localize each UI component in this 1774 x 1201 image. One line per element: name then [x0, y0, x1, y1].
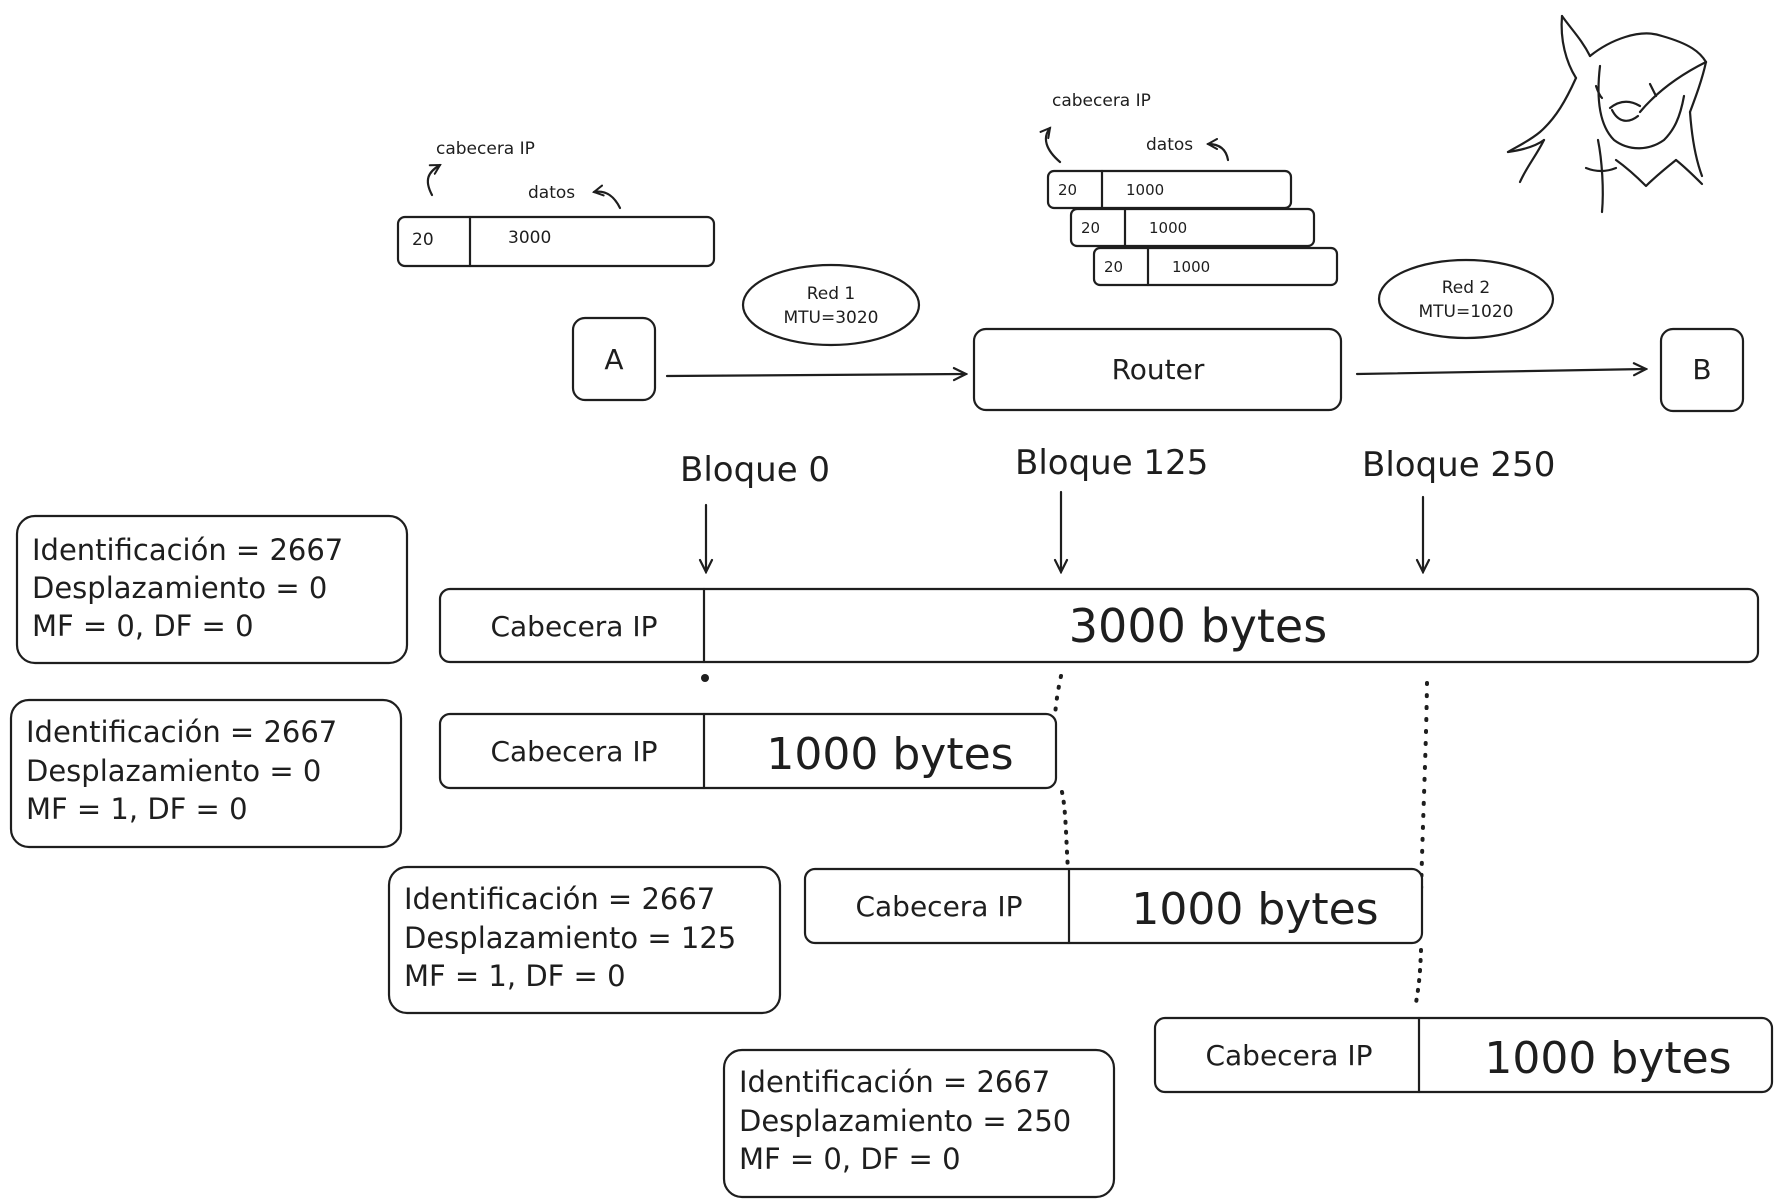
header-caption-arrow-right: [1046, 128, 1062, 164]
network-name: Red 2: [1442, 278, 1491, 298]
network-1: Red 1 MTU=3020: [741, 263, 921, 347]
info-flags: MF = 1, DF = 0: [404, 959, 626, 993]
fragment-3-info: Identificación = 2667 Desplazamiento = 2…: [722, 1048, 1116, 1199]
packet-box: [396, 215, 716, 268]
packet-header-label: Cabecera IP: [490, 610, 657, 643]
network-mtu: MTU=3020: [783, 308, 878, 328]
fragment-2-info: Identificación = 2667 Desplazamiento = 1…: [387, 865, 782, 1015]
doodle-character-icon: [1506, 14, 1708, 214]
node-b-label: B: [1692, 353, 1711, 386]
data-caption-arrow: [594, 192, 622, 210]
connector-dots-125a: [1053, 674, 1063, 718]
data-caption-arrow-right: [1208, 144, 1230, 162]
connector-dots-125b: [1060, 790, 1070, 872]
network-ellipse: [741, 263, 921, 347]
packet-header-label: Cabecera IP: [855, 890, 1022, 923]
fragment-header-size: 20: [1104, 258, 1123, 276]
arrow-a-to-router: [665, 374, 966, 376]
block-label-125: Bloque 125: [1015, 443, 1208, 483]
info-flags: MF = 1, DF = 0: [26, 792, 248, 826]
packet-data-label: 1000 bytes: [1484, 1033, 1731, 1084]
info-offset: Desplazamiento = 0: [32, 571, 327, 605]
info-offset: Desplazamiento = 0: [26, 754, 321, 788]
data-size: 3000: [508, 228, 551, 248]
packet-header-label: Cabecera IP: [490, 735, 657, 768]
fragment-data-size: 1000: [1149, 219, 1187, 237]
fragment-header-size: 20: [1081, 219, 1100, 237]
network-ellipse: [1377, 258, 1555, 340]
packet-header-label: Cabecera IP: [1205, 1039, 1372, 1072]
fragment-data-size: 1000: [1126, 181, 1164, 199]
data-caption: datos: [528, 183, 575, 203]
top-left-packet: cabecera IP datos 20 3000: [396, 139, 716, 268]
node-b: B: [1659, 327, 1745, 413]
info-box: [387, 865, 782, 1015]
header-size: 20: [412, 230, 434, 250]
packet-bar: [803, 867, 1424, 945]
header-caption-right: cabecera IP: [1052, 91, 1151, 111]
fragment-1-packet: Cabecera IP 1000 bytes: [438, 712, 1058, 790]
node-a-label: A: [604, 343, 623, 376]
info-identification: Identificación = 2667: [32, 533, 343, 567]
packet-bar: [438, 712, 1058, 790]
block-label-250: Bloque 250: [1362, 445, 1555, 485]
network-mtu: MTU=1020: [1418, 302, 1513, 322]
original-packet: Cabecera IP 3000 bytes: [438, 587, 1760, 664]
info-box: [15, 514, 409, 665]
header-caption: cabecera IP: [436, 139, 535, 159]
info-box: [9, 698, 403, 849]
packet-bar: [438, 587, 1760, 664]
router-node: Router: [972, 327, 1343, 412]
info-offset: Desplazamiento = 125: [404, 921, 736, 955]
fragment-box-3: [1092, 246, 1339, 287]
fragment-header-size: 20: [1058, 181, 1077, 199]
header-caption-arrow: [426, 163, 440, 197]
info-identification: Identificación = 2667: [739, 1065, 1050, 1099]
arrow-router-to-b: [1355, 369, 1646, 374]
node-a: A: [571, 316, 657, 402]
packet-data-label: 3000 bytes: [1069, 599, 1327, 653]
network-2: Red 2 MTU=1020: [1377, 258, 1555, 340]
network-name: Red 1: [807, 284, 856, 304]
info-identification: Identificación = 2667: [26, 715, 337, 749]
data-caption-right: datos: [1146, 135, 1193, 155]
info-flags: MF = 0, DF = 0: [32, 609, 254, 643]
block-label-0: Bloque 0: [680, 450, 830, 490]
fragment-box-2: [1069, 207, 1316, 248]
fragment-1-info: Identificación = 2667 Desplazamiento = 0…: [9, 698, 403, 849]
node-b-box: [1659, 327, 1745, 413]
info-offset: Desplazamiento = 250: [739, 1104, 1071, 1138]
connector-dots-250b: [1414, 948, 1423, 1005]
router-label: Router: [1112, 353, 1205, 386]
packet-bar: [1153, 1016, 1774, 1094]
top-right-packets: cabecera IP datos 20 1000 20 1000 20 100…: [1046, 91, 1339, 287]
info-identification: Identificación = 2667: [404, 882, 715, 916]
router-box: [972, 327, 1343, 412]
fragment-data-size: 1000: [1172, 258, 1210, 276]
fragment-2-packet: Cabecera IP 1000 bytes: [803, 867, 1424, 945]
connector-dot: [701, 674, 709, 682]
info-box: [722, 1048, 1116, 1199]
fragment-3-packet: Cabecera IP 1000 bytes: [1153, 1016, 1774, 1094]
packet-data-label: 1000 bytes: [1131, 884, 1378, 935]
original-info-box: Identificación = 2667 Desplazamiento = 0…: [15, 514, 409, 665]
packet-data-label: 1000 bytes: [766, 729, 1013, 780]
fragment-box-1: [1046, 169, 1293, 210]
info-flags: MF = 0, DF = 0: [739, 1142, 961, 1176]
node-a-box: [571, 316, 657, 402]
